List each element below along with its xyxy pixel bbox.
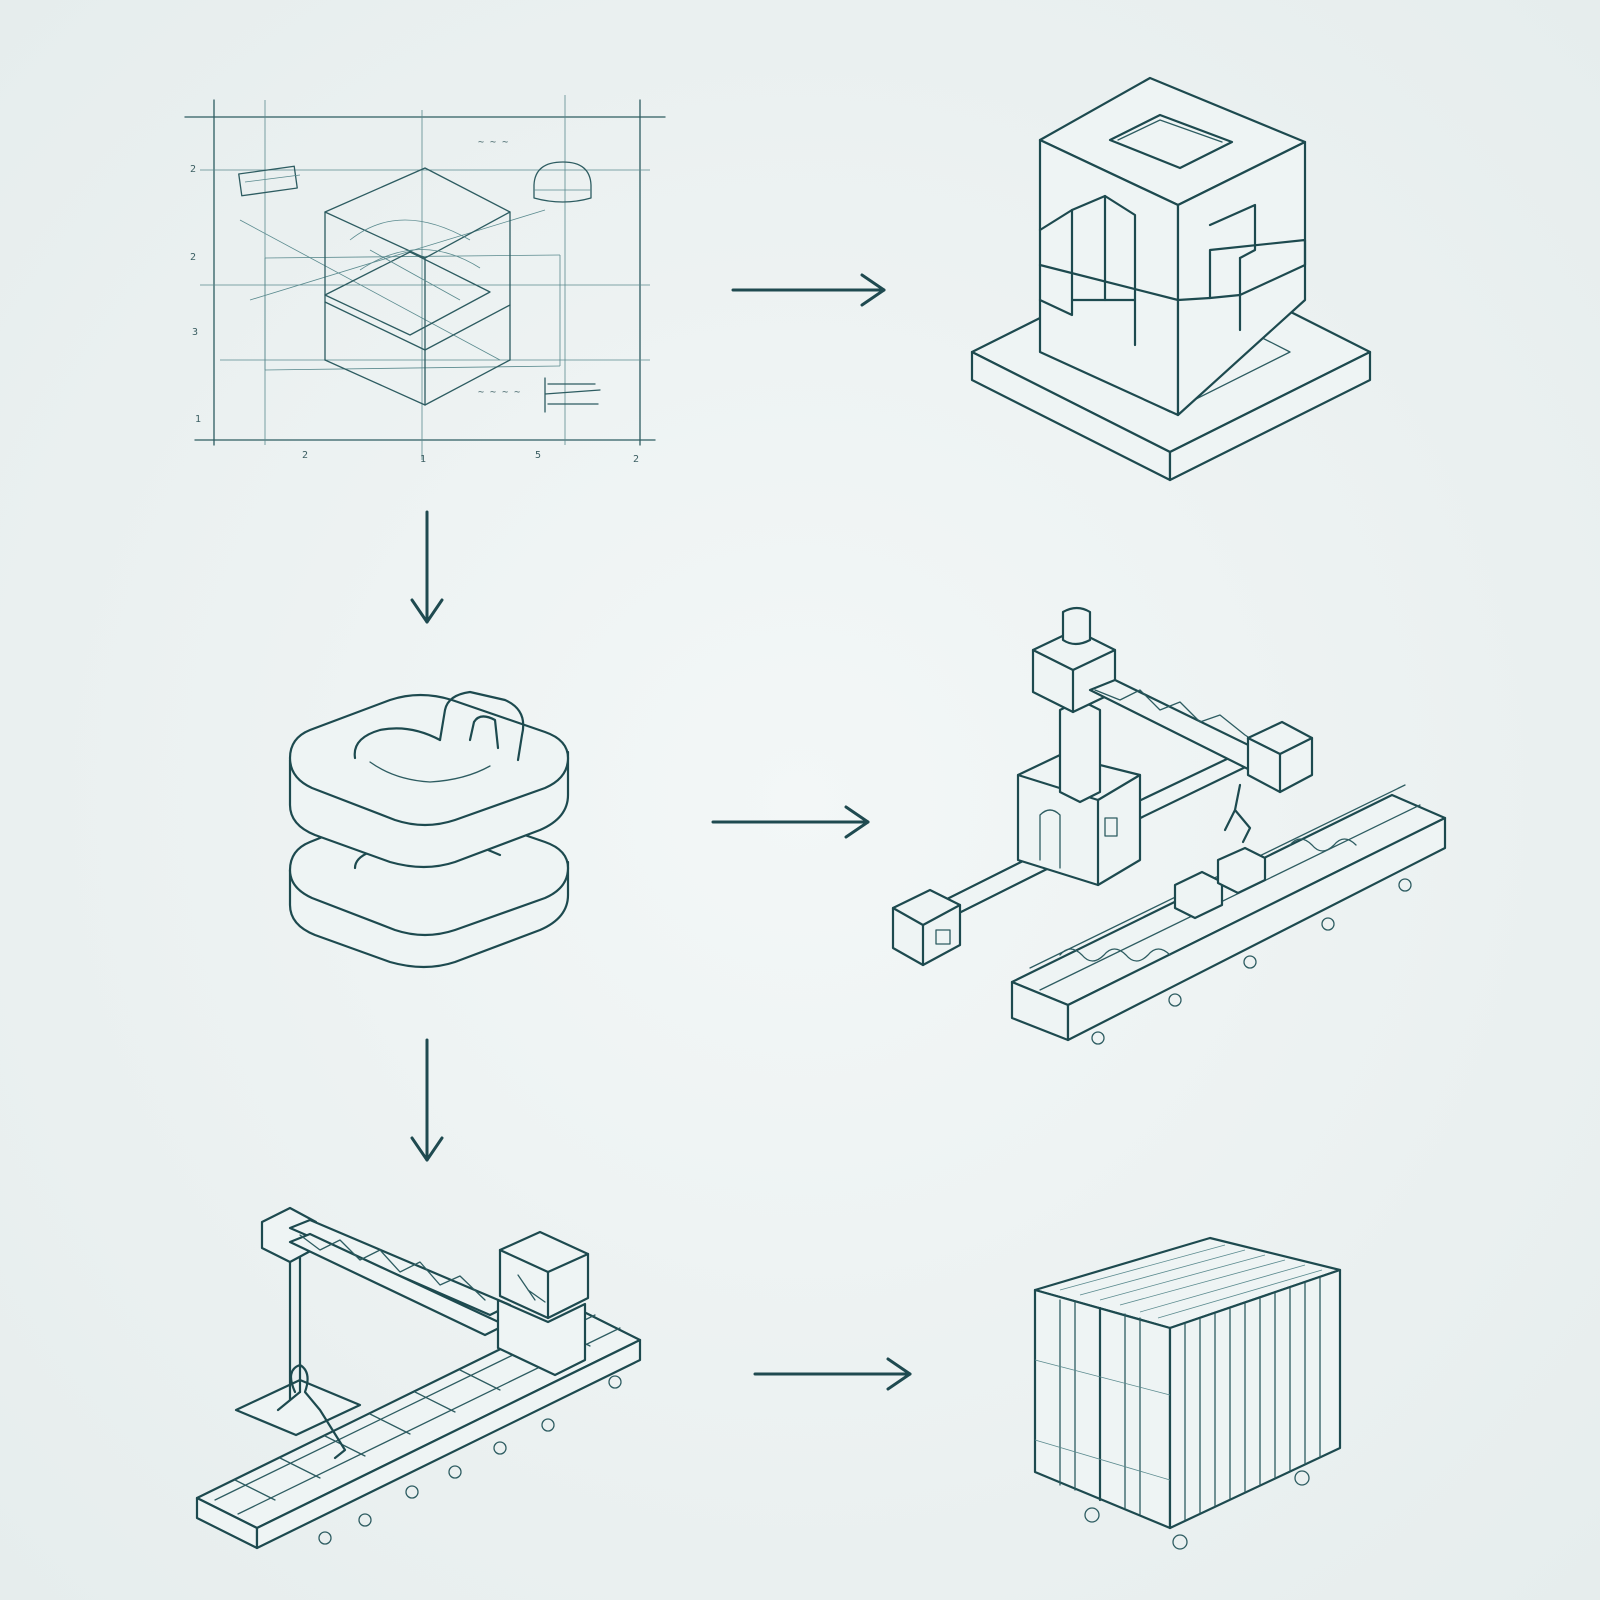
3d-cube-model-icon <box>970 76 1372 482</box>
arrow-down-1 <box>410 510 444 624</box>
crane-conveyor-icon <box>195 1206 642 1550</box>
svg-text:3: 3 <box>192 327 198 338</box>
conveyor-legs <box>318 1375 622 1545</box>
arrow-down-2 <box>410 1038 444 1162</box>
svg-text:~ ~ ~ ~: ~ ~ ~ ~ <box>478 387 520 398</box>
conveyor-wheels <box>1091 878 1412 1045</box>
svg-text:5: 5 <box>535 450 541 461</box>
svg-text:2: 2 <box>633 454 639 465</box>
svg-text:2: 2 <box>302 450 308 461</box>
svg-text:1: 1 <box>195 414 201 425</box>
shipping-container-icon <box>1033 1236 1342 1550</box>
svg-text:2: 2 <box>190 252 196 263</box>
svg-text:1: 1 <box>420 454 426 465</box>
arrow-right-1 <box>731 273 886 307</box>
arrow-right-3 <box>753 1357 912 1391</box>
svg-text:~ ~ ~: ~ ~ ~ <box>478 137 508 148</box>
gantry-assembly-line-icon <box>891 606 1447 1045</box>
blueprint-sketch-icon: 2 2 3 1 2 1 5 2 ~ ~ ~ ~ ~ ~ ~ <box>184 95 666 465</box>
container-ribs <box>1184 1277 1321 1521</box>
svg-text:2: 2 <box>190 164 196 175</box>
arrow-right-2 <box>711 805 870 839</box>
stacked-prototype-icon <box>288 690 570 969</box>
